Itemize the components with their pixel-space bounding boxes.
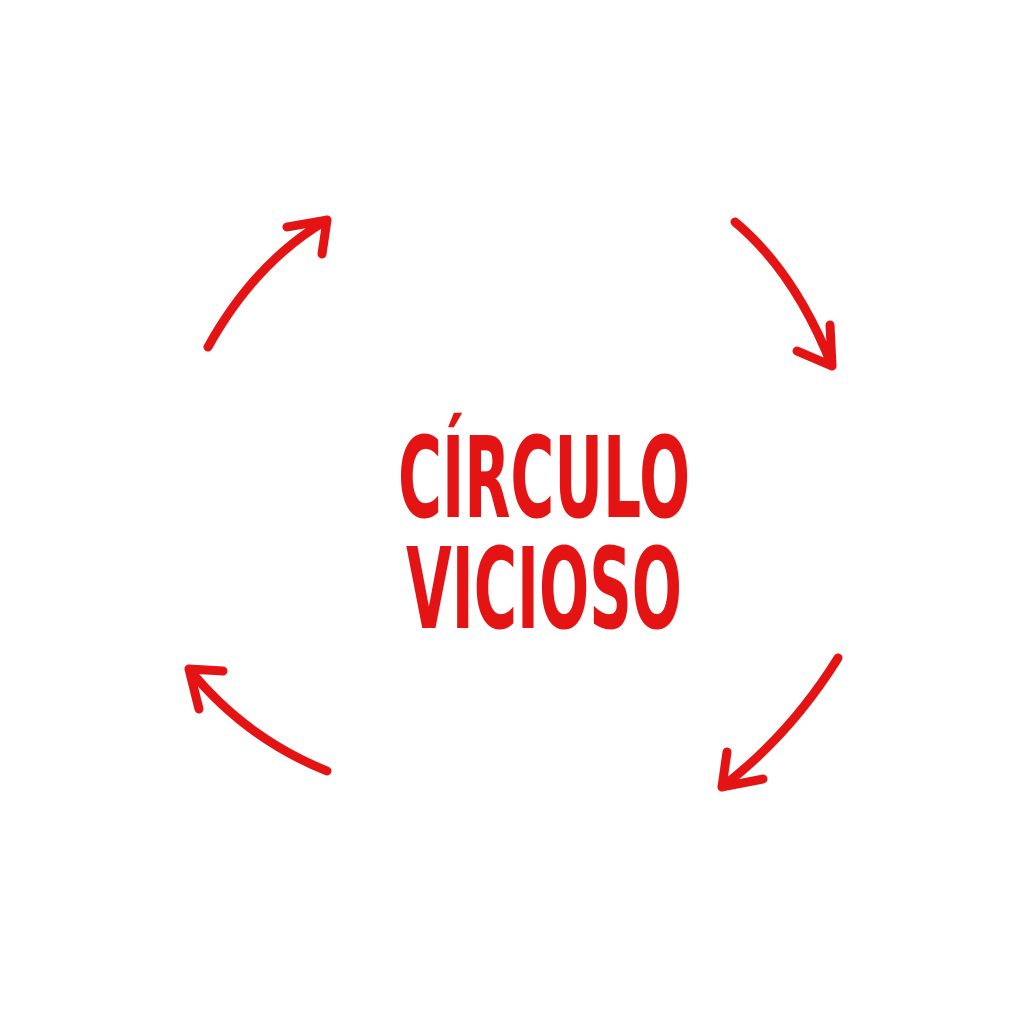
title-line-2: VICIOSO [406,525,682,655]
curved-arrow-up-right-icon [203,215,332,352]
title-line-1: CÍRCULO [398,412,690,544]
curved-arrow-down-right-icon [730,217,837,371]
curved-arrow-down-left-icon [717,653,843,792]
curved-arrow-up-left-icon [184,664,332,776]
